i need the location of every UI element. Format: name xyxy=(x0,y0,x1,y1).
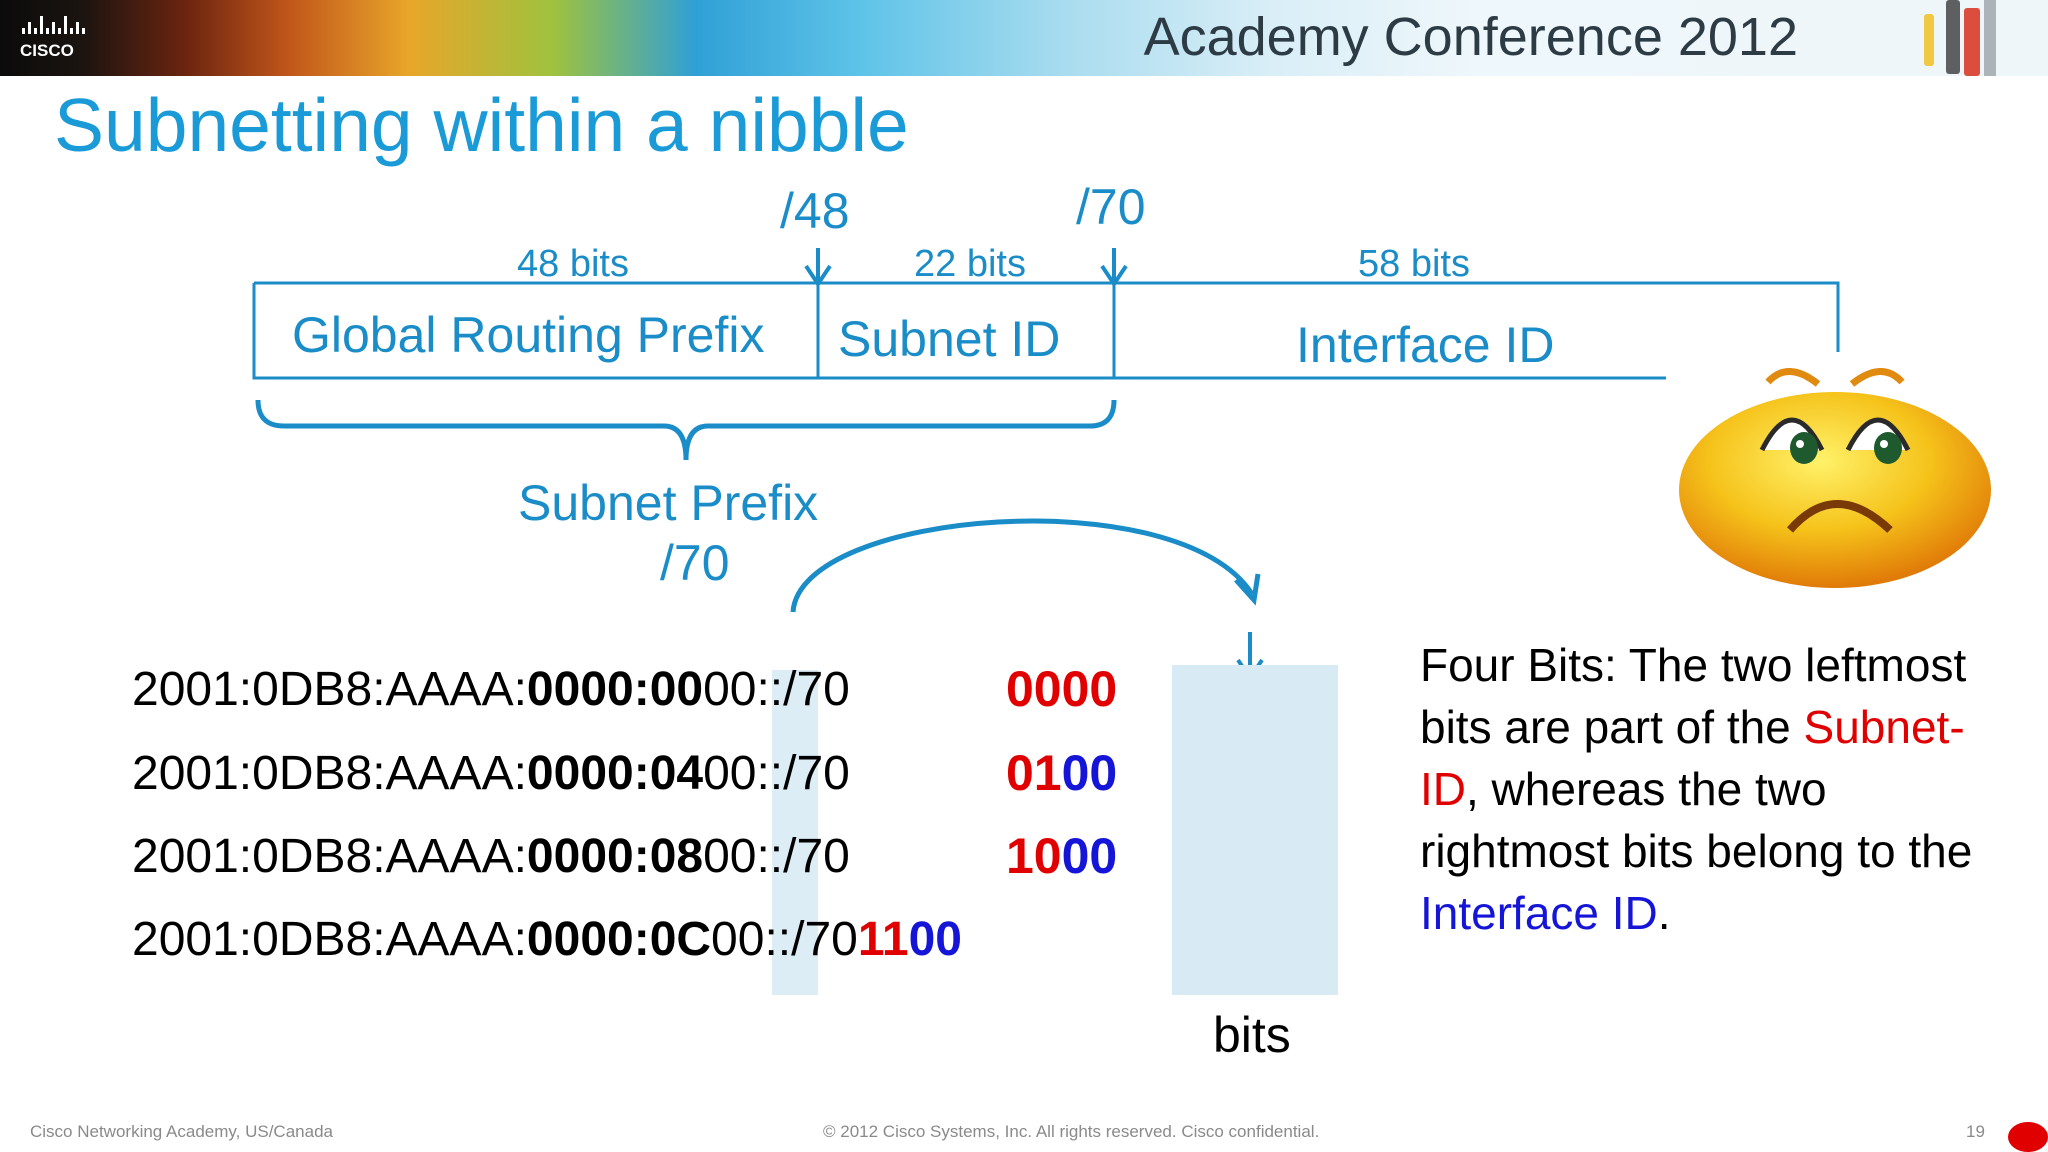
header-banner xyxy=(0,0,2048,76)
segment-global-routing-prefix: Global Routing Prefix xyxy=(292,307,765,363)
footer-left: Cisco Networking Academy, US/Canada xyxy=(30,1122,333,1141)
conference-title: Academy Conference 2012 xyxy=(1143,7,1798,67)
sad-face-icon xyxy=(1679,368,1991,588)
diagram-top-line xyxy=(254,281,1840,352)
marker-48: /48 xyxy=(780,183,850,239)
nibble-bits-1: 0000 xyxy=(1006,660,1117,718)
address-subnet: 0000:0C xyxy=(526,913,712,966)
subnet-prefix-length: /70 xyxy=(660,535,730,591)
nibble-bits-3: 1000 xyxy=(1006,827,1117,885)
address-prefix: 2001:0DB8:AAAA: xyxy=(132,663,527,716)
segment-bits-interface: 58 bits xyxy=(1358,243,1470,285)
address-subnet: 0000:00 xyxy=(526,663,704,716)
red-dot-icon xyxy=(2008,1122,2048,1152)
address-subnet: 0000:04 xyxy=(526,747,704,800)
address-row-3: 2001:0DB8:AAAA:0000:0800::/70 xyxy=(132,829,850,884)
desc-part3: . xyxy=(1657,887,1671,939)
interface-bits: 00 xyxy=(908,913,962,966)
desc-interface-term: Interface ID xyxy=(1420,887,1658,939)
bit-highlight-strip xyxy=(772,670,818,995)
interface-bits: 00 xyxy=(1061,745,1118,801)
arrow-48-icon xyxy=(804,248,832,288)
address-diagram xyxy=(252,248,1840,682)
banner-decoration xyxy=(1924,0,1996,76)
subnet-prefix-brace xyxy=(255,399,1117,461)
footer-copyright: © 2012 Cisco Systems, Inc. All rights re… xyxy=(823,1122,1320,1141)
desc-part2: , whereas the two rightmost bits belong … xyxy=(1420,763,1973,877)
address-row-1: 2001:0DB8:AAAA:0000:0000::/70 xyxy=(132,662,850,717)
segment-subnet-id: Subnet ID xyxy=(838,311,1061,367)
subnet-prefix-label: Subnet Prefix xyxy=(518,475,819,531)
desc-part1: Four Bits: The two leftmost bits are par… xyxy=(1420,639,1967,753)
segment-interface-id: Interface ID xyxy=(1296,317,1555,373)
address-rest: 00::/70 xyxy=(703,830,850,883)
address-prefix: 2001:0DB8:AAAA: xyxy=(132,830,527,883)
segment-bits-subnet: 22 bits xyxy=(914,243,1026,285)
address-row-4: 2001:0DB8:AAAA:0000:0C00::/701100 xyxy=(132,912,962,967)
interface-bits: 00 xyxy=(1061,828,1118,884)
bits-box xyxy=(1172,665,1338,995)
nibble-description: Four Bits: The two leftmost bits are par… xyxy=(1420,634,2020,944)
subnet-bits: 01 xyxy=(1006,745,1062,801)
diagram-box-outline xyxy=(252,283,1666,380)
subnet-bits: 11 xyxy=(857,913,909,966)
cisco-logo: CISCO xyxy=(20,16,85,60)
subnet-bits: 10 xyxy=(1006,828,1062,884)
curved-arrow-icon xyxy=(790,518,1255,613)
address-rest: 00::/70 xyxy=(711,913,858,966)
subnet-bits: 0000 xyxy=(1006,661,1118,717)
arrow-70-icon xyxy=(1100,248,1128,288)
desc-subnet-term: Subnet-ID xyxy=(1420,701,1965,815)
bits-label: bits xyxy=(1213,1007,1291,1063)
address-prefix: 2001:0DB8:AAAA: xyxy=(132,913,527,966)
nibble-bits-2: 0100 xyxy=(1006,744,1117,802)
address-rest: 00::/70 xyxy=(703,747,850,800)
address-prefix: 2001:0DB8:AAAA: xyxy=(132,747,527,800)
marker-70: /70 xyxy=(1076,179,1146,235)
page-number: 19 xyxy=(1966,1122,1985,1141)
slide-title: Subnetting within a nibble xyxy=(54,83,909,167)
cisco-wordmark: CISCO xyxy=(20,41,74,60)
nibble-bits-4: 1100 xyxy=(858,913,962,966)
address-rest: 00::/70 xyxy=(703,663,850,716)
address-row-2: 2001:0DB8:AAAA:0000:0400::/70 xyxy=(132,746,850,801)
address-subnet: 0000:08 xyxy=(526,830,704,883)
segment-bits-global: 48 bits xyxy=(517,243,629,285)
